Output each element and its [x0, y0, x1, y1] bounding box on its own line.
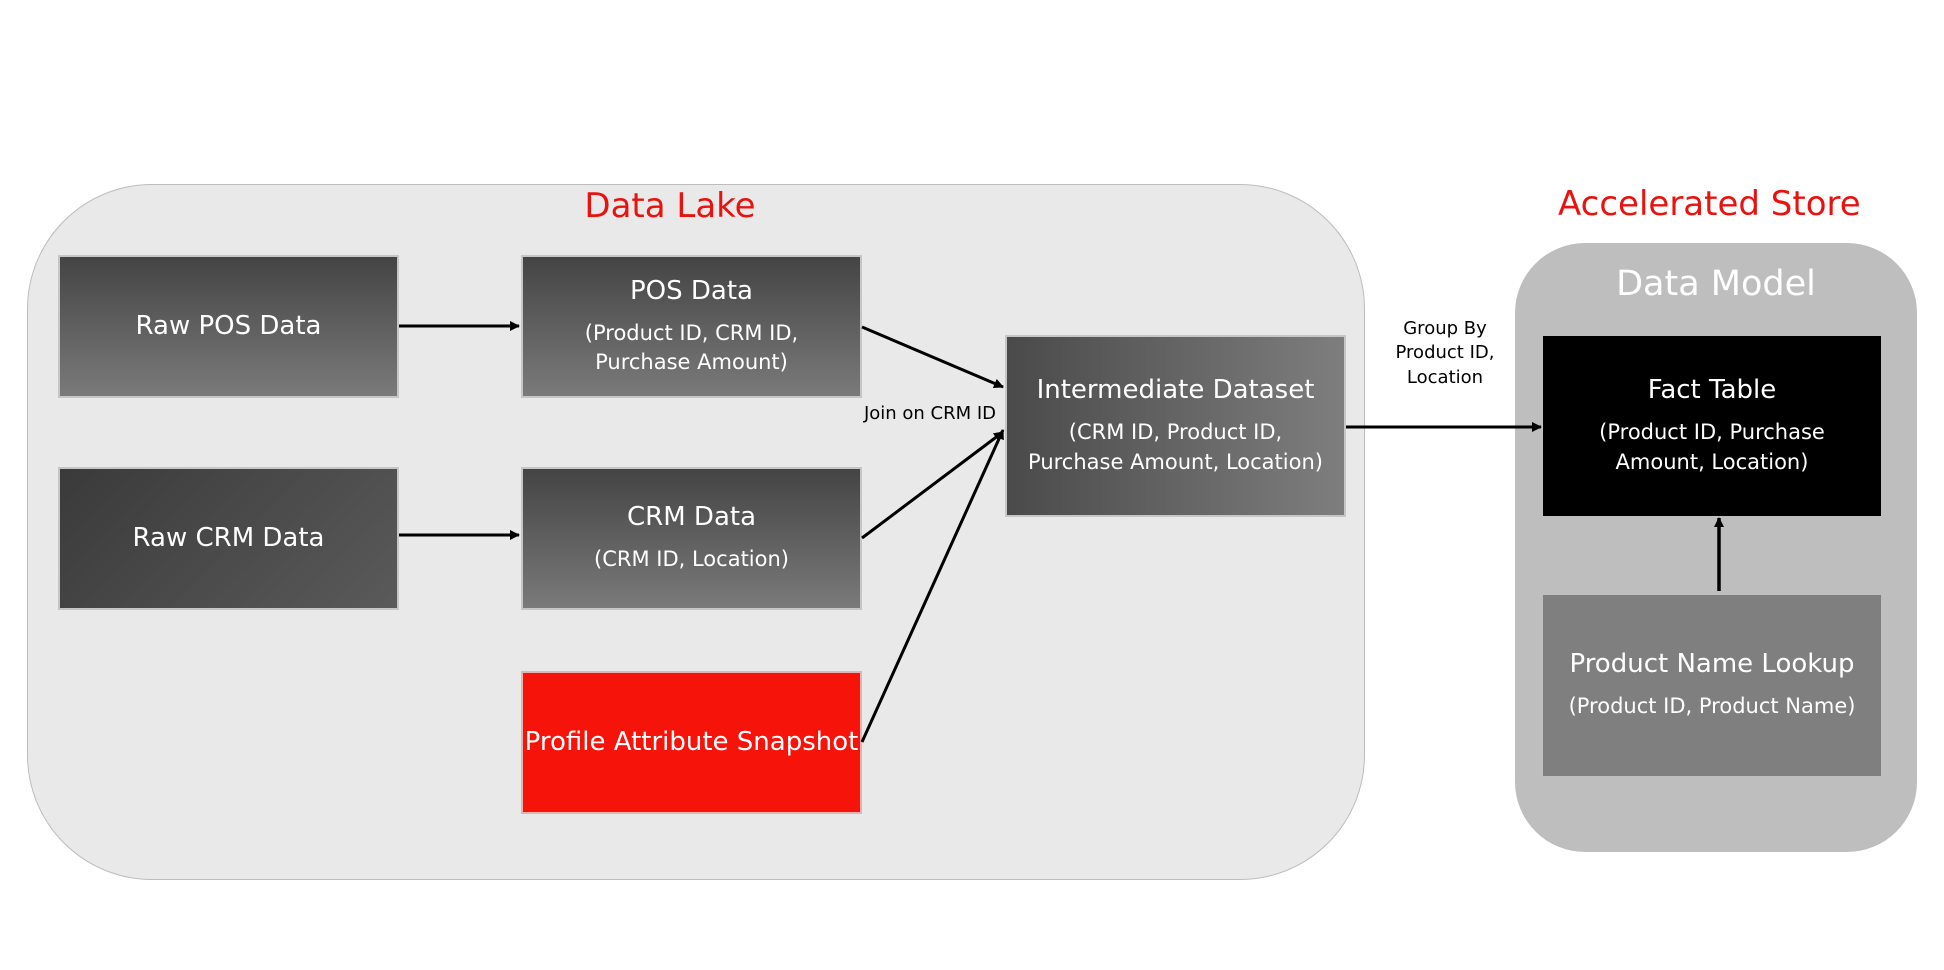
crm-data-node[interactable]: CRM Data (CRM ID, Location) [521, 467, 862, 610]
raw-crm-data-node[interactable]: Raw CRM Data [58, 467, 399, 610]
product-name-lookup-node[interactable]: Product Name Lookup (Product ID, Product… [1543, 595, 1881, 776]
accelerated-store-title: Accelerated Store [1558, 184, 1861, 224]
crm-data-title: CRM Data [627, 502, 756, 533]
intermediate-dataset-fields: (CRM ID, Product ID, Purchase Amount, Lo… [1028, 420, 1323, 474]
product-name-lookup-title: Product Name Lookup [1569, 649, 1855, 680]
fact-table-node[interactable]: Fact Table (Product ID, Purchase Amount,… [1543, 336, 1881, 516]
group-by-line-1: Group By [1403, 318, 1487, 339]
fact-table-title: Fact Table [1647, 375, 1777, 406]
profile-attribute-snapshot-title: Profile Attribute Snapshot [524, 726, 859, 757]
data-model-title: Data Model [1616, 264, 1816, 304]
raw-pos-data-node[interactable]: Raw POS Data [58, 255, 399, 398]
group-by-label: Group By Product ID, Location [1385, 317, 1505, 390]
profile-attribute-snapshot-node[interactable]: Profile Attribute Snapshot [521, 671, 862, 814]
pos-data-fields: (Product ID, CRM ID, Purchase Amount) [584, 320, 799, 375]
raw-pos-data-title: Raw POS Data [135, 310, 322, 341]
edge-profile-to-intermediate [860, 429, 1005, 743]
data-lake-title: Data Lake [584, 186, 756, 226]
raw-crm-data-title: Raw CRM Data [132, 522, 325, 553]
intermediate-dataset-node[interactable]: Intermediate Dataset (CRM ID, Product ID… [1005, 335, 1346, 517]
join-on-crm-id-label: Join on CRM ID [863, 403, 997, 424]
group-by-line-2: Product ID, [1395, 342, 1495, 364]
intermediate-dataset-title: Intermediate Dataset [1036, 375, 1315, 406]
group-by-line-3: Location [1406, 366, 1484, 388]
fact-table-fields: (Product ID, Purchase Amount, Location) [1599, 420, 1825, 474]
product-name-lookup-fields: (Product ID, Product Name) [1568, 694, 1856, 719]
pos-data-node[interactable]: POS Data (Product ID, CRM ID, Purchase A… [521, 255, 862, 398]
edge-crm-to-intermediate [861, 430, 1004, 540]
pos-data-title: POS Data [630, 275, 753, 306]
edge-pos-to-intermediate [861, 325, 1004, 389]
crm-data-fields: (CRM ID, Location) [594, 547, 789, 572]
